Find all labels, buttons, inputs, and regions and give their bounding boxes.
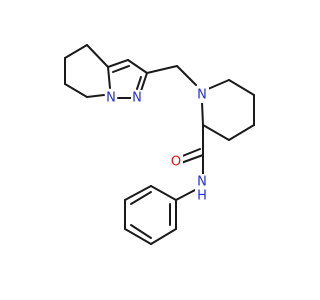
atom-n-pyrazole-2: N [131, 90, 143, 106]
bond-ch2-n-pip [176, 65, 197, 86]
bond-ph-c5-c6 [150, 228, 177, 245]
bond-c3-c2 [127, 59, 148, 74]
bond-c2-n2 [140, 72, 148, 92]
bond-c3a-c3 [107, 59, 129, 68]
atom-n-pyrazole-1: N [105, 89, 117, 106]
atom-n-piperidine-label: N [197, 88, 207, 103]
bond-c4-c5 [64, 44, 88, 59]
bond-npip-c6pip [207, 79, 230, 90]
bond-c2pip-npip [201, 101, 204, 126]
bond-c3a-c3-double [112, 65, 130, 73]
bond-c6-c7 [64, 83, 88, 98]
bond-c4pip-c3pip [228, 124, 255, 141]
bond-c3pip-c2pip [202, 124, 230, 141]
bond-c6pip-c5pip [228, 79, 255, 96]
atom-n-amide: N H [195, 174, 208, 204]
atom-o-amide: O [170, 154, 183, 170]
bond-ph-c1-c2 [150, 185, 177, 201]
bond-c3a-c4 [86, 44, 109, 68]
atom-h-amide-label: H [197, 189, 207, 204]
bond-c3a-n-bridge [107, 66, 111, 89]
bond-ph-c4-c5 [124, 228, 152, 245]
bonds [64, 44, 255, 245]
bond-ph-inner-2 [130, 224, 152, 239]
bond-c2-n2-double [136, 76, 142, 90]
bond-ph-inner-1 [130, 191, 152, 205]
atom-n-pyrazole-1-label: N [106, 91, 116, 106]
atom-n-pyrazole-2-label: N [132, 91, 142, 106]
bond-carbonyl-o [180, 154, 204, 164]
atom-o-amide-label: O [171, 155, 181, 170]
atoms: N N N O N H [105, 87, 209, 204]
bond-n-phenyl [175, 189, 196, 201]
bond-ph-c2-c3 [124, 185, 152, 201]
bond-carbonyl-o-double [179, 148, 201, 158]
molecule-structure: N N N O N H [64, 44, 255, 245]
bond-c7-n-bridge [86, 94, 105, 98]
atom-n-piperidine: N [196, 87, 209, 103]
atom-n-amide-label: N [197, 175, 207, 190]
bond-c2-ch2 [146, 65, 178, 74]
